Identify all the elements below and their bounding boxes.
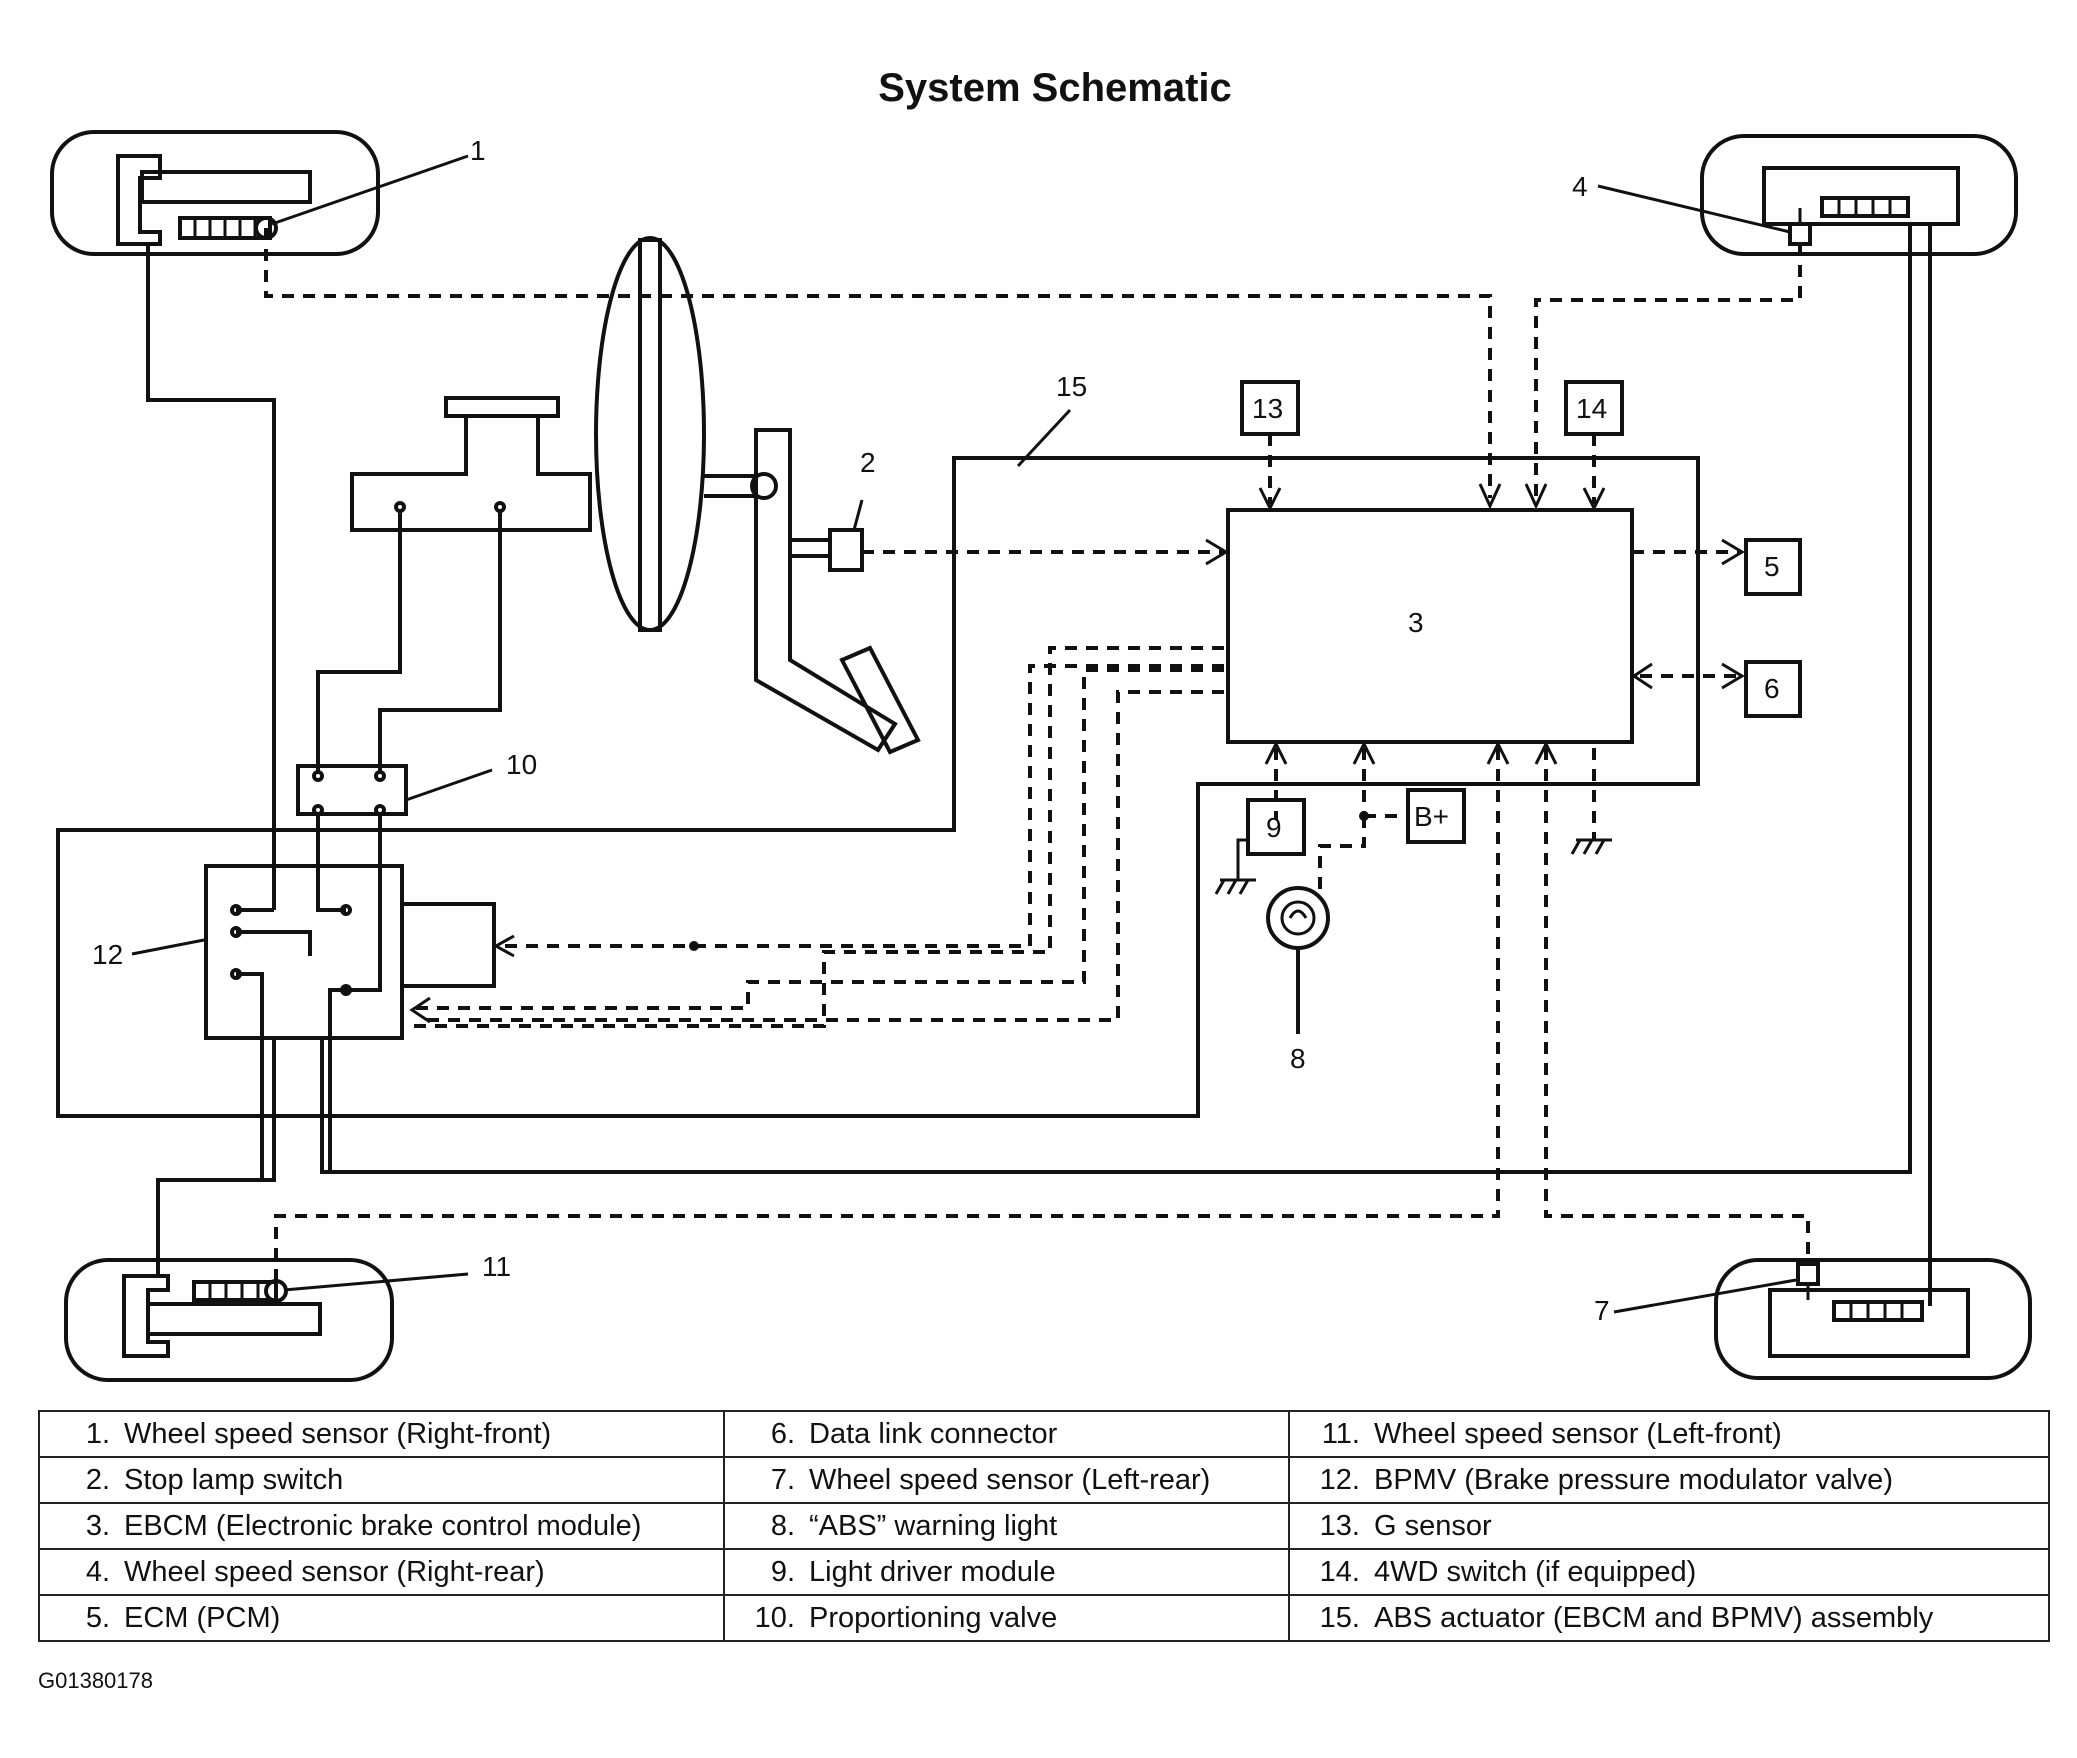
abs-actuator-outline: [56, 456, 1700, 1118]
legend-item-12: 12.BPMV (Brake pressure modulator valve): [1288, 1456, 2050, 1504]
legend-item-5: 5.ECM (PCM): [38, 1594, 725, 1642]
wheel-right-front: [50, 130, 380, 256]
legend-item-3: 3.EBCM (Electronic brake control module): [38, 1502, 725, 1550]
stop-lamp-switch: [828, 528, 864, 572]
system-schematic: 1 2 3 4 5 6 7 8 9 10 11 12 13 14 15 B+: [50, 130, 2032, 1382]
line-to-right-rear: [320, 224, 1912, 1174]
line-to-left-front: [156, 1038, 276, 1276]
callout-2: 2: [860, 447, 876, 478]
brake-booster: [350, 236, 756, 632]
battery-terminal: [1406, 788, 1466, 844]
ecm: [1744, 538, 1802, 596]
light-driver-module: [1246, 798, 1306, 856]
brake-pedal: [750, 428, 921, 755]
sensor-7: [1796, 1262, 1820, 1286]
legend-row: 5.ECM (PCM) 10.Proportioning valve 15.AB…: [38, 1594, 2050, 1642]
legend-item-15: 15.ABS actuator (EBCM and BPMV) assembly: [1288, 1594, 2050, 1642]
legend-row: 4.Wheel speed sensor (Right-rear) 9.Ligh…: [38, 1548, 2050, 1596]
legend-item-7: 7.Wheel speed sensor (Left-rear): [723, 1456, 1290, 1504]
callout-1: 1: [470, 135, 486, 166]
callout-13: 13: [1252, 393, 1283, 424]
ebcm-to-bpmv-1: [412, 646, 1224, 1028]
legend-row: 2.Stop lamp switch 7.Wheel speed sensor …: [38, 1456, 2050, 1504]
callout-6: 6: [1764, 673, 1780, 704]
callout-3: 3: [1408, 607, 1424, 638]
legend-item-2: 2.Stop lamp switch: [38, 1456, 725, 1504]
legend-item-6: 6.Data link connector: [723, 1410, 1290, 1458]
abs-warning-light: [1266, 886, 1330, 1034]
callout-battery: B+: [1414, 801, 1449, 832]
callout-15: 15: [1056, 371, 1087, 402]
callout-11: 11: [482, 1251, 511, 1282]
callout-7: 7: [1594, 1295, 1610, 1326]
legend-row: 1.Wheel speed sensor (Right-front) 6.Dat…: [38, 1410, 2050, 1458]
legend-item-8: 8.“ABS” warning light: [723, 1502, 1290, 1550]
sensor-4: [1788, 222, 1812, 246]
data-link-connector: [1744, 660, 1802, 718]
callout-5: 5: [1764, 551, 1780, 582]
legend-item-14: 14.4WD switch (if equipped): [1288, 1548, 2050, 1596]
proportioning-valve: [296, 764, 408, 816]
legend-item-9: 9.Light driver module: [723, 1548, 1290, 1596]
legend-table: 1.Wheel speed sensor (Right-front) 6.Dat…: [38, 1410, 2050, 1642]
callout-4: 4: [1572, 171, 1588, 202]
legend-item-10: 10.Proportioning valve: [723, 1594, 1290, 1642]
legend-row: 3.EBCM (Electronic brake control module)…: [38, 1502, 2050, 1550]
callout-10: 10: [506, 749, 537, 780]
sensor-11-line: [274, 748, 1500, 1280]
legend-item-1: 1.Wheel speed sensor (Right-front): [38, 1410, 725, 1458]
ebcm: [1226, 508, 1634, 744]
callout-14: 14: [1576, 393, 1607, 424]
bpmv: [204, 814, 496, 1178]
wheel-left-rear: [1714, 1258, 2032, 1380]
wheel-right-rear: [1700, 134, 2018, 256]
legend-item-4: 4.Wheel speed sensor (Right-rear): [38, 1548, 725, 1596]
legend-item-11: 11.Wheel speed sensor (Left-front): [1288, 1410, 2050, 1458]
callout-9: 9: [1266, 812, 1282, 843]
callout-12: 12: [92, 939, 123, 970]
figure-id: G01380178: [38, 1668, 153, 1693]
callout-8: 8: [1290, 1043, 1306, 1074]
legend-item-13: 13.G sensor: [1288, 1502, 2050, 1550]
sensor-7-line: [1544, 748, 1810, 1264]
diagram-title: System Schematic: [878, 66, 1232, 110]
wheel-left-front: [64, 1258, 394, 1382]
line-to-right-front: [146, 244, 276, 910]
